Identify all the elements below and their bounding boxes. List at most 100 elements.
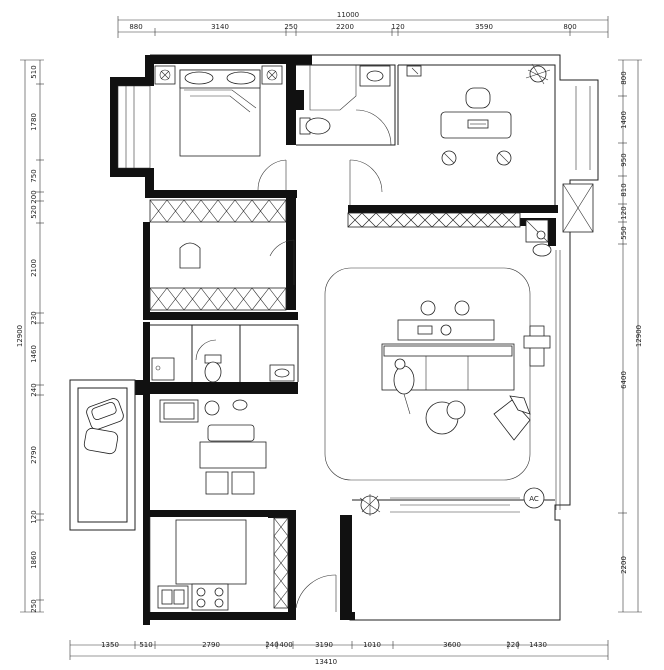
bottom-dim-8: 3600: [443, 641, 461, 649]
bottom-dimension-chain: 1350 510 2790 240 400 3190 1010 3600 220…: [69, 640, 609, 666]
top-dimension-chain: 11000 880 3140 250 2200 120 3590 800: [117, 11, 609, 38]
walls: [110, 55, 558, 625]
counter-icon: [175, 519, 247, 585]
left-dim-5: 520: [30, 205, 38, 218]
top-total-dimension: 11000: [337, 11, 359, 19]
armchair-icon: [86, 398, 124, 430]
shower-icon: [151, 357, 175, 381]
bed-icon: [179, 69, 261, 157]
right-dim-4: 810: [620, 183, 628, 196]
chair-icon: [179, 242, 201, 269]
bottom-dim-10: 1430: [529, 641, 547, 649]
wardrobe-hatch: [347, 212, 517, 228]
top-dim-2: 3140: [211, 23, 229, 31]
speaker-icon: [420, 300, 470, 316]
nightstand-icon: [261, 65, 283, 85]
left-total-dimension: 12900: [16, 325, 24, 347]
right-dim-1: 800: [620, 71, 628, 84]
outline: [150, 54, 599, 621]
left-dim-9: 240: [30, 383, 38, 396]
kitchen-counter-icon: [159, 399, 248, 423]
top-dim-4: 2200: [336, 23, 354, 31]
bottom-dim-4: 240: [265, 641, 278, 649]
dining-chair-icon: [205, 471, 255, 495]
toilet-icon: [299, 117, 331, 135]
door-swing-icon: [349, 159, 383, 205]
study-room: [349, 63, 556, 205]
dining-area: [159, 399, 267, 495]
left-dim-3: 750: [30, 169, 38, 182]
stool-icon: [441, 150, 512, 166]
toilet-icon: [204, 354, 222, 383]
left-dim-12: 1860: [30, 551, 38, 569]
wardrobe-band-top: [347, 212, 552, 257]
top-dim-7: 800: [563, 23, 576, 31]
bottom-dim-9: 220: [506, 641, 519, 649]
column-right: [562, 183, 594, 233]
balcony-left: [69, 379, 136, 531]
bottom-dim-5: 400: [279, 641, 292, 649]
right-total-dimension: 12900: [635, 325, 643, 347]
master-bedroom: [117, 65, 287, 191]
left-dim-11: 120: [30, 510, 38, 523]
dining-table-icon: [199, 441, 267, 469]
armchair-icon: [83, 427, 119, 455]
ac-unit-icon: AC: [523, 487, 545, 509]
bottom-dim-6: 3190: [315, 641, 333, 649]
living-room: [324, 267, 551, 481]
ac-label: AC: [529, 495, 539, 503]
person-icon: [393, 358, 415, 415]
bottom-total-dimension: 13410: [315, 658, 337, 666]
left-dimension-chain: 12900 510 1780 750 200 520 2100 230 1460…: [16, 59, 44, 613]
entry: AC: [352, 487, 555, 516]
tv-cabinet-icon: [397, 319, 495, 341]
lounge-chair-icon: [493, 395, 531, 441]
left-dim-1: 510: [30, 65, 38, 78]
closet-hatch-top: [149, 199, 287, 223]
left-dim-7: 230: [30, 311, 38, 324]
door-swing-icon: [295, 574, 337, 612]
left-dim-6: 2100: [30, 259, 38, 277]
right-dim-6: 550: [620, 226, 628, 239]
desk-icon: [440, 111, 512, 139]
left-dim-13: 250: [30, 599, 38, 612]
sink-icon: [359, 65, 391, 87]
top-dim-6: 3590: [475, 23, 493, 31]
left-ticks: [36, 83, 44, 601]
top-dim-3: 250: [284, 23, 297, 31]
left-dim-2: 1780: [30, 113, 38, 131]
stove-icon: [191, 583, 229, 611]
right-dim-8: 2200: [620, 556, 628, 574]
left-dim-10: 2790: [30, 446, 38, 464]
sofa-icon: [381, 343, 515, 391]
closet-hatch-bottom: [149, 287, 287, 311]
top-dim-1: 880: [129, 23, 142, 31]
right-dimension-chain: 800 1400 950 810 120 550 6400 2200 12900: [618, 59, 643, 613]
closet-room: [149, 199, 295, 311]
plant-icon: [359, 494, 381, 516]
bottom-dim-3: 2790: [202, 641, 220, 649]
left-dim-8: 1460: [30, 345, 38, 363]
bottom-dim-7: 1010: [363, 641, 381, 649]
right-ticks: [618, 95, 627, 514]
bottom-dim-1: 1350: [101, 641, 119, 649]
right-dim-7: 6400: [620, 371, 628, 389]
secondary-bath: [150, 324, 299, 383]
coffee-table-icon: [425, 400, 466, 435]
desk-lamp-icon: [406, 65, 422, 77]
right-dim-5: 120: [620, 206, 628, 219]
master-bath: [296, 64, 396, 146]
sink-icon: [269, 364, 295, 382]
left-dim-4: 200: [30, 190, 38, 203]
person-icon: [532, 230, 552, 257]
door-swing-icon: [257, 159, 287, 191]
fridge-icon: [273, 517, 289, 609]
side-table-icon: [523, 325, 551, 367]
chair-icon: [465, 87, 491, 109]
plant-icon: [525, 63, 551, 85]
top-dim-5: 120: [391, 23, 404, 31]
right-dim-3: 950: [620, 153, 628, 166]
kitchen-room: [149, 517, 337, 612]
bottom-dim-2: 510: [139, 641, 152, 649]
